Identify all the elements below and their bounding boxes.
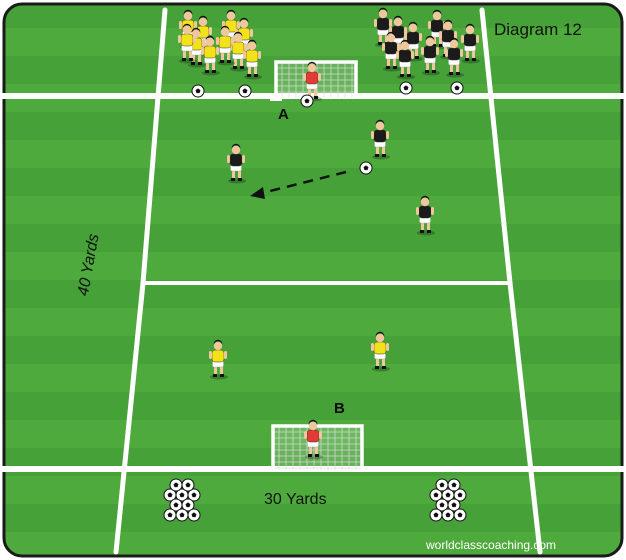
soccer-ball-icon — [239, 85, 251, 97]
grass-stripe — [0, 168, 626, 196]
goal-a-label: A — [278, 106, 289, 123]
soccer-ball-icon — [436, 479, 448, 491]
soccer-ball-icon — [400, 82, 412, 94]
grass-stripe — [0, 336, 626, 364]
grass-stripe — [0, 392, 626, 420]
soccer-ball-icon — [430, 509, 442, 521]
credit-text: worldclasscoaching.com — [426, 538, 556, 552]
soccer-ball-icon — [451, 82, 463, 94]
grass-stripe — [0, 112, 626, 140]
soccer-ball-icon — [454, 509, 466, 521]
soccer-ball-icon — [164, 509, 176, 521]
soccer-ball-icon — [188, 509, 200, 521]
diagram-title: Diagram 12 — [494, 20, 582, 40]
soccer-ball-icon — [360, 162, 372, 174]
soccer-ball-icon — [170, 479, 182, 491]
soccer-ball-icon — [182, 479, 194, 491]
soccer-ball-icon — [192, 85, 204, 97]
goal-b-label: B — [334, 400, 345, 417]
soccer-ball-icon — [448, 479, 460, 491]
soccer-ball-icon — [301, 95, 313, 107]
soccer-ball-icon — [442, 509, 454, 521]
width-dimension-label: 30 Yards — [264, 491, 327, 509]
soccer-ball-icon — [176, 509, 188, 521]
